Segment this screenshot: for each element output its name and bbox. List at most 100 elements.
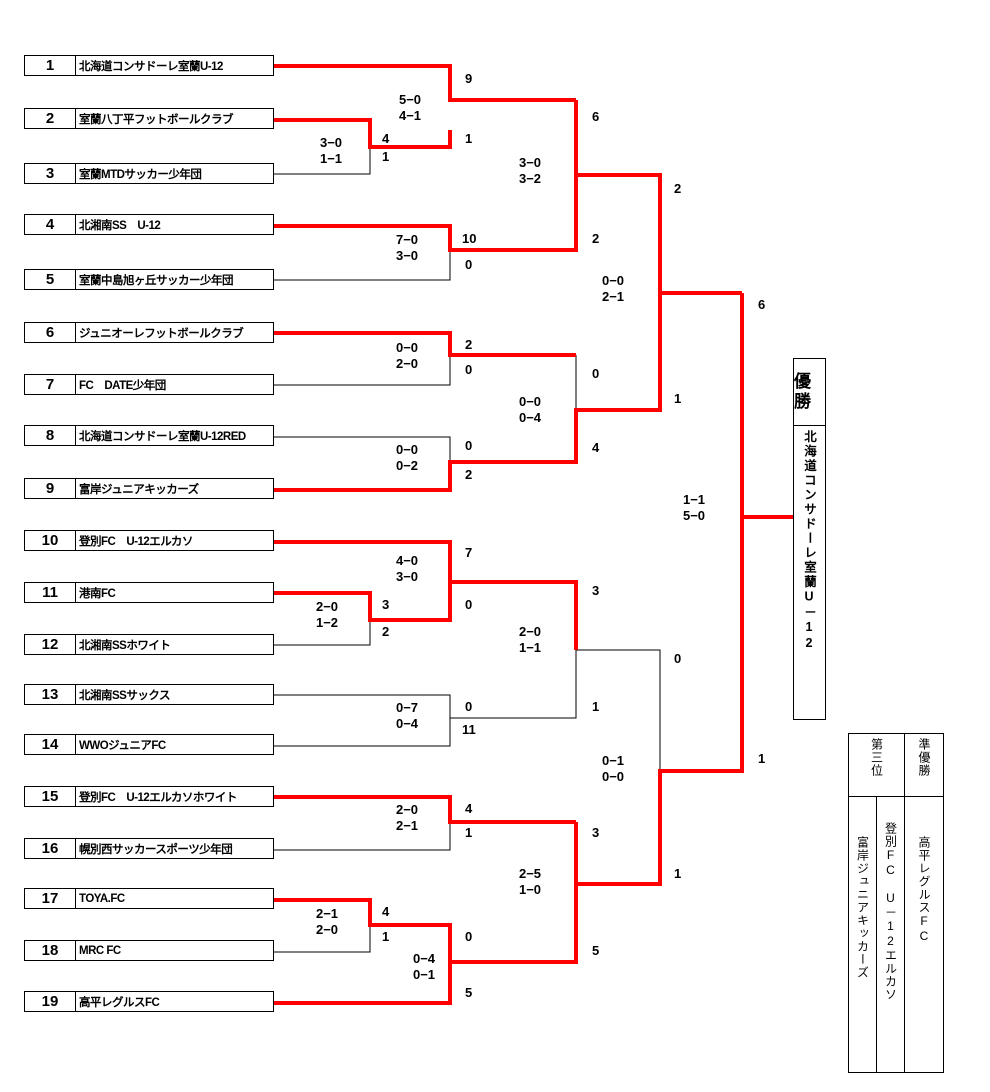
team-name: WWOジュニアFC (79, 739, 166, 752)
team-name: 登別FC U-12エルカソホワイト (79, 791, 237, 804)
match-score: 4 (382, 131, 390, 146)
winner-path (274, 898, 452, 962)
match-score: 3 (592, 825, 600, 840)
second-half-score: 1−0 (518, 882, 542, 897)
team-name: FC DATE少年団 (79, 379, 166, 392)
second-half-score: 1−1 (518, 640, 542, 655)
bracket-line (274, 649, 661, 771)
team-name: ジュニオーレフットボールクラブ (79, 327, 244, 340)
match-score: 1 (465, 131, 473, 146)
bracket-line (274, 822, 451, 851)
team-seed: 1 (25, 56, 76, 75)
team-seed: 15 (25, 787, 76, 806)
team-seed: 5 (25, 270, 76, 289)
bracket-line (274, 436, 451, 462)
team-name: 北海道コンサドーレ室蘭U-12RED (79, 430, 246, 443)
team-seed: 4 (25, 215, 76, 234)
first-half-score: 4−0 (395, 553, 419, 568)
bracket-line (274, 694, 451, 718)
match-score: 1 (592, 699, 600, 714)
match-score: 0 (674, 651, 682, 666)
second-half-score: 2−0 (395, 356, 419, 371)
team-seed: 19 (25, 992, 76, 1011)
second-half-score: 0−2 (395, 458, 419, 473)
bracket-line (274, 250, 451, 281)
match-score: 1 (382, 929, 390, 944)
second-half-score: 3−0 (395, 569, 419, 584)
team-seed: 14 (25, 735, 76, 754)
team-name: TOYA.FC (79, 892, 125, 905)
team-name: 北湘南SS U-12 (79, 219, 161, 232)
team-seed: 9 (25, 479, 76, 498)
team-name: 北湘南SSホワイト (79, 639, 171, 652)
first-half-score: 0−1 (601, 753, 625, 768)
match-score: 5 (465, 985, 473, 1000)
second-half-score: 2−1 (395, 818, 419, 833)
winner-path (274, 582, 452, 622)
match-score: 0 (465, 699, 473, 714)
third-place-heading-cell: 第三位 (849, 734, 904, 797)
champion-heading: 優勝 (794, 359, 825, 426)
second-half-score: 0−4 (518, 410, 542, 425)
match-score: 4 (382, 904, 390, 919)
first-half-score: 2−5 (518, 866, 542, 881)
first-half-score: 0−0 (601, 273, 625, 288)
second-half-score: 3−2 (518, 171, 542, 186)
placings-table: 第三位 準優勝 富岸ジュニアキッカーズ 登別FC U－12エルカソ 高平レグルス… (848, 733, 944, 1073)
first-half-score: 2−1 (315, 906, 339, 921)
match-score: 0 (465, 929, 473, 944)
second-half-score: 1−1 (319, 151, 343, 166)
team-seed: 13 (25, 685, 76, 704)
match-score: 0 (592, 366, 600, 381)
match-score: 3 (382, 597, 390, 612)
placings-divider (904, 734, 905, 1072)
match-score: 0 (465, 438, 473, 453)
winner-path (740, 293, 795, 519)
first-half-score: 2−0 (395, 802, 419, 817)
team-name: 室蘭中島旭ヶ丘サッカー少年団 (79, 274, 234, 287)
match-score: 3 (592, 583, 600, 598)
match-score: 1 (465, 825, 473, 840)
first-half-score: 3−0 (319, 135, 343, 150)
first-half-score: 0−0 (395, 340, 419, 355)
match-score: 0 (465, 597, 473, 612)
team-name: 幌別西サッカースポーツ少年団 (79, 843, 233, 856)
first-half-score: 2−0 (518, 624, 542, 639)
third-place-team-2: 富岸ジュニアキッカーズ (855, 836, 870, 979)
match-score: 1 (674, 391, 682, 406)
match-score: 2 (465, 337, 473, 352)
first-half-score: 7−0 (395, 232, 419, 247)
team-name: 室蘭MTDサッカー少年団 (79, 168, 202, 181)
team-seed: 2 (25, 109, 76, 128)
first-half-score: 0−7 (395, 700, 419, 715)
second-half-score: 0−1 (412, 967, 436, 982)
match-score: 10 (462, 231, 477, 246)
team-seed: 8 (25, 426, 76, 445)
third-place-team-1: 登別FC U－12エルカソ (883, 822, 898, 1001)
team-name: 高平レグルスFC (79, 996, 160, 1009)
first-half-score: 2−0 (315, 599, 339, 614)
